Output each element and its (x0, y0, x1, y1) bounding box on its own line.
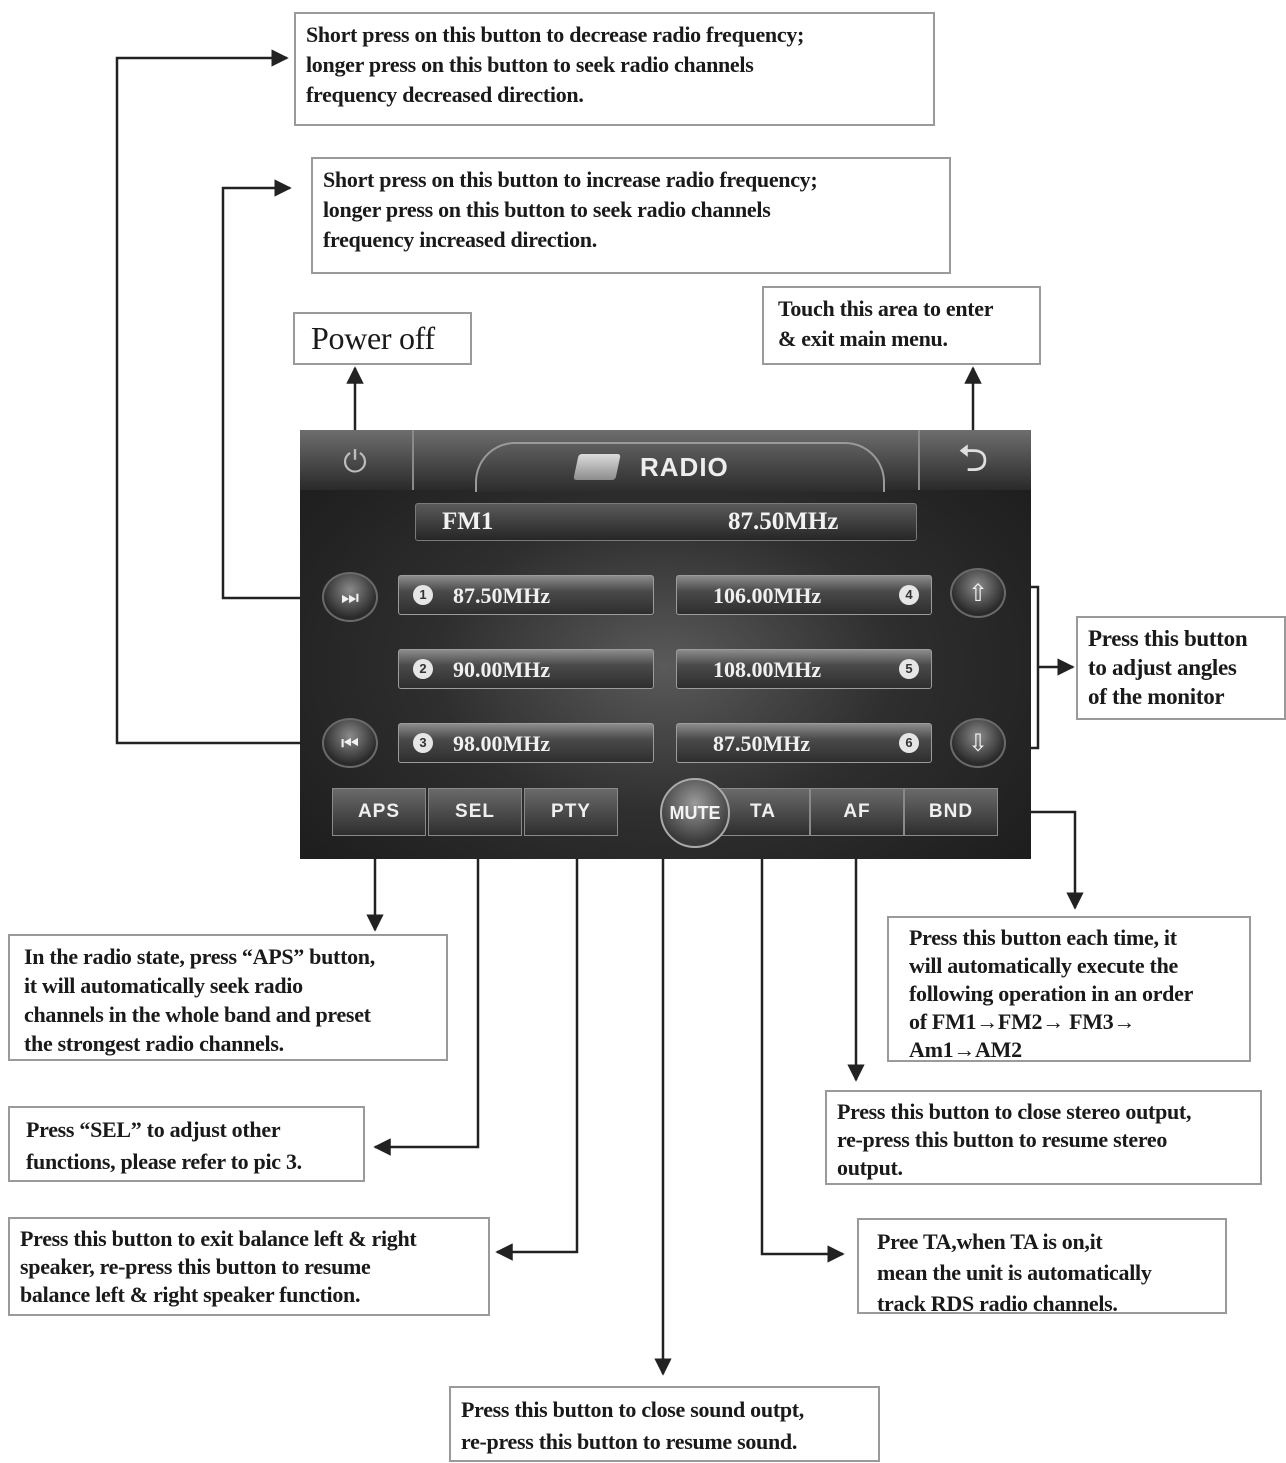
callout-pty: Press this button to exit balance left &… (8, 1217, 490, 1316)
line-sel (373, 830, 480, 1156)
arrow-down-icon: ⇩ (967, 729, 989, 757)
fast-forward-icon: ⏭ (341, 585, 359, 609)
preset-number: 4 (899, 585, 919, 605)
band-display: FM1 87.50MHz (415, 503, 917, 541)
function-bar: APS SEL PTY TA AF BND MUTE (332, 778, 1000, 848)
preset-frequency: 98.00MHz (453, 731, 551, 756)
preset-1[interactable]: 1 87.50MHz (398, 575, 654, 615)
callout-main-menu: Touch this area to enter & exit main men… (762, 286, 1041, 365)
power-button[interactable]: ⏻ (328, 440, 382, 484)
power-icon: ⏻ (343, 444, 367, 480)
preset-5[interactable]: 108.00MHz 5 (676, 649, 932, 689)
callout-power-off: Power off (293, 312, 472, 365)
main-menu-button[interactable]: ⮌ (938, 436, 1008, 486)
preset-frequency: 90.00MHz (453, 657, 551, 682)
screen-title: RADIO (640, 452, 729, 482)
tilt-down-button[interactable]: ⇩ (950, 718, 1006, 768)
line-pty (495, 830, 579, 1261)
pty-button[interactable]: PTY (524, 788, 618, 836)
seek-down-button[interactable]: ⏮ (322, 718, 378, 768)
preset-number: 2 (413, 659, 433, 679)
preset-number: 3 (413, 733, 433, 753)
preset-3[interactable]: 3 98.00MHz (398, 723, 654, 763)
band-label: FM1 (442, 508, 494, 535)
line-increase (221, 179, 322, 600)
seek-up-button[interactable]: ⏭ (322, 572, 378, 622)
line-decrease (115, 49, 322, 745)
callout-ta: Pree TA,when TA is on,it mean the unit i… (857, 1218, 1227, 1316)
callout-mute: Press this button to close sound outpt, … (449, 1386, 880, 1462)
callout-monitor-angle: Press this button to adjust angles of th… (1076, 616, 1286, 720)
tilt-up-button[interactable]: ⇧ (950, 568, 1006, 618)
rewind-icon: ⏮ (341, 731, 359, 755)
current-frequency: 87.50MHz (728, 508, 839, 535)
callout-decrease-frequency: Short press on this button to decrease r… (294, 12, 935, 126)
preset-frequency: 87.50MHz (453, 583, 551, 608)
callout-increase-frequency: Short press on this button to increase r… (311, 157, 951, 274)
title-tab (475, 442, 885, 492)
preset-number: 5 (899, 659, 919, 679)
preset-number: 1 (413, 585, 433, 605)
af-button[interactable]: AF (810, 788, 904, 836)
back-arrow-icon: ⮌ (957, 435, 989, 480)
callout-aps: In the radio state, press “APS” button, … (8, 934, 448, 1061)
preset-number: 6 (899, 733, 919, 753)
preset-frequency: 106.00MHz (713, 583, 822, 608)
arrow-up-icon: ⇧ (967, 579, 989, 607)
mute-button[interactable]: MUTE (660, 778, 730, 848)
preset-4[interactable]: 106.00MHz 4 (676, 575, 932, 615)
top-divider (412, 430, 414, 490)
line-ta (760, 830, 845, 1263)
top-divider (918, 430, 920, 490)
preset-frequency: 87.50MHz (713, 731, 811, 756)
callout-af: Press this button to close stereo output… (825, 1090, 1262, 1185)
preset-6[interactable]: 87.50MHz 6 (676, 723, 932, 763)
bnd-button[interactable]: BND (904, 788, 998, 836)
preset-2[interactable]: 2 90.00MHz (398, 649, 654, 689)
callout-band: Press this button each time, it will aut… (887, 916, 1251, 1062)
aps-button[interactable]: APS (332, 788, 426, 836)
radio-icon (573, 454, 621, 480)
preset-frequency: 108.00MHz (713, 657, 822, 682)
callout-sel: Press “SEL” to adjust other functions, p… (8, 1106, 365, 1182)
ta-button[interactable]: TA (716, 788, 810, 836)
radio-screen: ⏻ RADIO ⮌ FM1 87.50MHz ⏭ ⏮ ⇧ ⇩ 1 87.50MH… (300, 430, 1031, 859)
sel-button[interactable]: SEL (428, 788, 522, 836)
